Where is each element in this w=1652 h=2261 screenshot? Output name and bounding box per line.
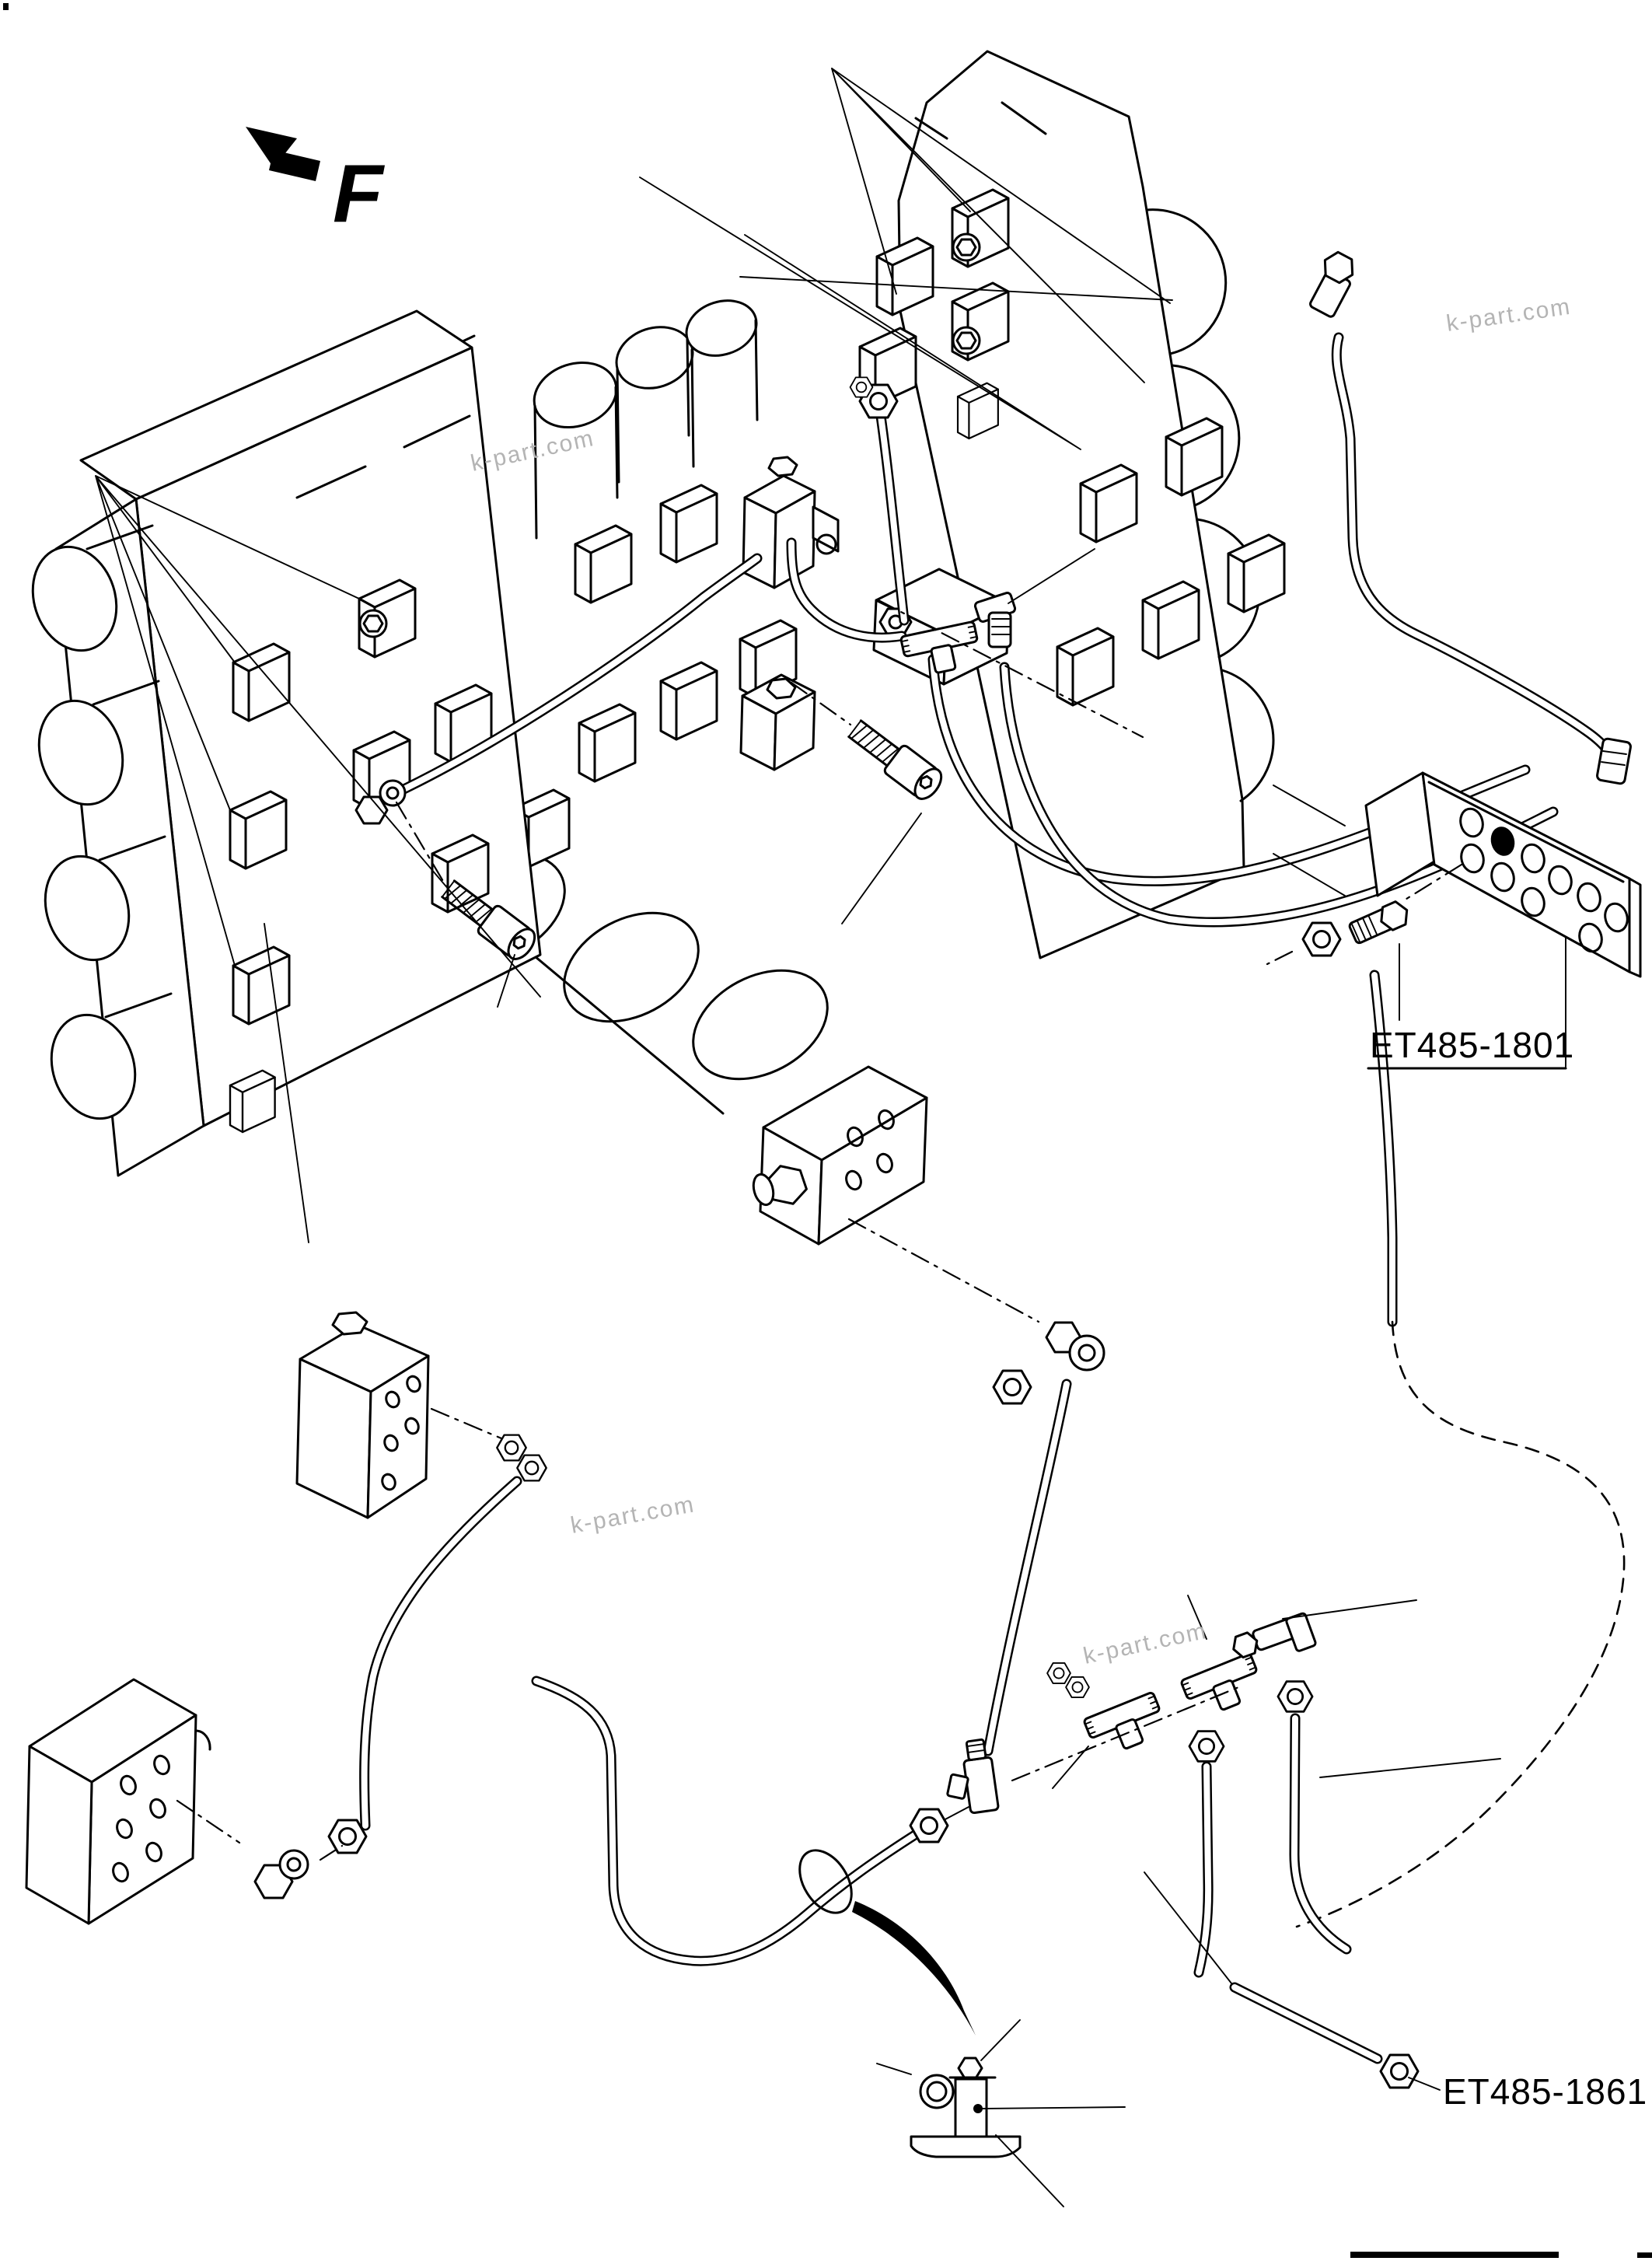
bottom-border-bar xyxy=(1350,2252,1652,2258)
hex-nut-hose xyxy=(909,1808,949,1843)
fittings xyxy=(253,250,1632,2089)
view-direction-label: F xyxy=(333,148,386,239)
left-valve-block xyxy=(31,309,542,1177)
arrow-shaft-icon xyxy=(269,150,320,181)
bracket-nipple-fitting xyxy=(1301,900,1409,957)
watermark-text: k-part.com xyxy=(568,1491,697,1539)
tee-fitting-bottom xyxy=(946,1738,1000,1815)
part-label-1861: ET485-1861 xyxy=(1443,2071,1647,2112)
elbow-fitting-top-right xyxy=(1309,250,1354,318)
fittings-cluster xyxy=(1046,1612,1317,1763)
perforated-bracket xyxy=(1273,771,1642,978)
watermark-text: k-part.com xyxy=(1081,1618,1210,1669)
watermark-text: k-part.com xyxy=(1444,294,1573,337)
hydraulic-hoses xyxy=(359,332,1626,2064)
clamp-position-arrow xyxy=(798,1849,976,2036)
elbow-fitting-hose-end xyxy=(1596,737,1632,785)
elbow-fitting-cluster xyxy=(1232,1612,1317,1659)
block-d-fittings xyxy=(496,1434,547,1482)
right-valve-block xyxy=(858,50,1286,959)
leader-lines xyxy=(95,68,1566,2207)
hose-routing-dashed xyxy=(1295,1320,1626,1928)
arrow-head-icon xyxy=(246,127,297,168)
hose-clamp-assembly xyxy=(910,2057,1022,2158)
watermark-text: k-part.com xyxy=(469,425,597,477)
page-corner-mark xyxy=(3,3,9,10)
banjo-fitting xyxy=(354,779,407,825)
pilot-valve-block-b xyxy=(739,673,816,771)
part-number-text: ET485-1801 xyxy=(1370,1025,1574,1065)
part-number-text: ET485-1861 xyxy=(1443,2071,1647,2112)
hose-end-nut-1861 xyxy=(1379,2053,1420,2089)
socket-head-bolt-2 xyxy=(843,714,948,806)
view-direction-arrow: F xyxy=(246,127,386,239)
port-plate-block xyxy=(25,1678,211,1925)
banjo-fitting-center xyxy=(992,1321,1105,1405)
side-valve-block xyxy=(295,1311,430,1519)
elbow-fitting xyxy=(973,592,1017,648)
plate-banjo-fitting xyxy=(253,1819,368,1899)
part-label-1801: ET485-1801 xyxy=(1367,1025,1574,1070)
center-valve-block xyxy=(752,1065,928,1246)
